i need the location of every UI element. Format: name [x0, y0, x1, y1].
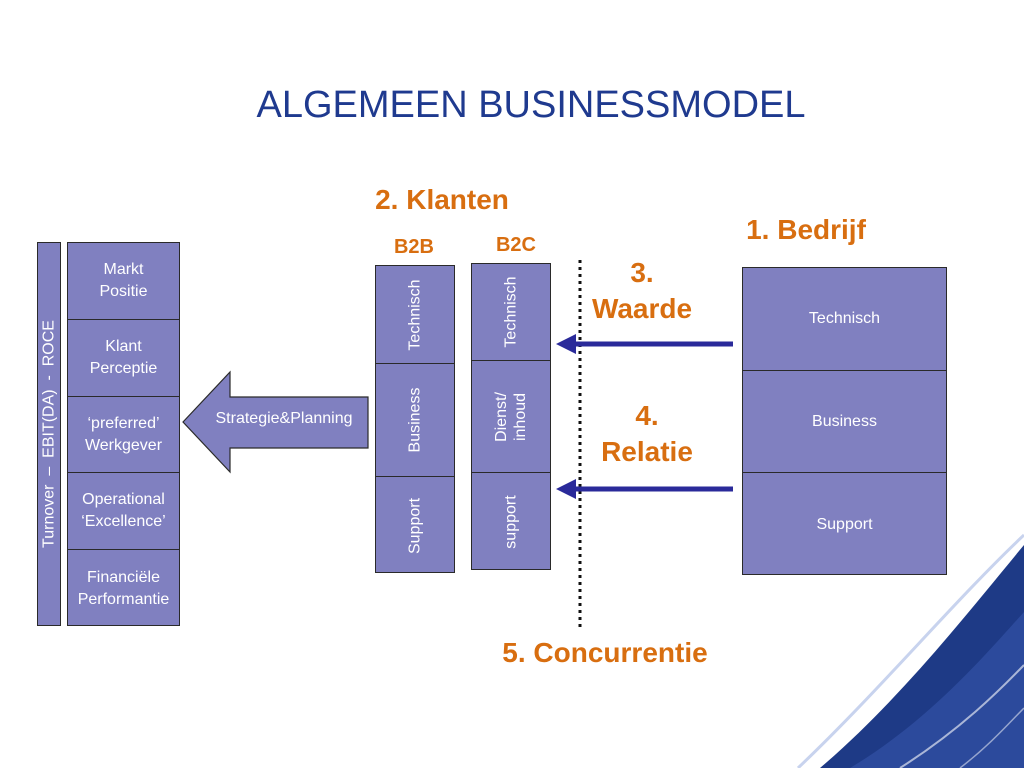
relatie-label: 4. Relatie	[601, 400, 693, 468]
b2c-cell-label: Technisch	[502, 276, 520, 348]
bedrijf-column: Technisch Business Support	[742, 267, 947, 575]
b2c-cell-technisch: Technisch	[472, 264, 550, 361]
bedrijf-cell-support: Support	[743, 473, 946, 576]
concurrentie-label: 5. Concurrentie	[502, 637, 708, 668]
left-cell-label: Markt Positie	[99, 261, 148, 300]
left-cell-werkgever: ‘preferred’ Werkgever	[68, 397, 179, 473]
left-cell-label: Financiële Performantie	[77, 568, 170, 608]
b2b-column: Technisch Business Support	[375, 265, 455, 573]
left-cell-financiele: Financiële Performantie	[68, 550, 179, 627]
left-column: Markt Positie Klant Perceptie ‘preferred…	[67, 242, 180, 626]
b2b-cell-business: Business	[376, 364, 454, 477]
b2b-cell-label: Technisch	[406, 278, 424, 351]
bedrijf-cell-business: Business	[743, 371, 946, 473]
bedrijf-cell-label: Business	[812, 412, 877, 430]
bedrijf-cell-label: Technisch	[808, 310, 881, 328]
b2c-label: B2C	[495, 234, 536, 256]
strategy-arrow-label: Strategie&Planning	[215, 410, 353, 427]
b2c-cell-label: Dienst/ inhoud	[492, 391, 529, 442]
b2c-column: Technisch Dienst/ inhoud support	[471, 263, 551, 570]
kpi-bar-label: Turnover – EBIT(DA) - ROCE	[40, 320, 58, 548]
left-cell-operational: Operational ‘Excellence’	[68, 473, 179, 550]
left-cell-label: Klant Perceptie	[89, 338, 158, 377]
b2b-cell-label: Business	[406, 387, 424, 453]
page-title: ALGEMEEN BUSINESSMODEL	[256, 84, 806, 126]
b2c-cell-support: support	[472, 473, 550, 571]
klanten-heading: 2. Klanten	[375, 184, 509, 215]
b2b-label: B2B	[393, 236, 434, 258]
kpi-bar: Turnover – EBIT(DA) - ROCE	[37, 242, 61, 626]
bedrijf-cell-technisch: Technisch	[743, 268, 946, 371]
bedrijf-heading: 1. Bedrijf	[746, 214, 866, 245]
left-cell-label: ‘preferred’ Werkgever	[84, 414, 163, 454]
left-cell-label: Operational ‘Excellence’	[81, 491, 166, 530]
b2b-cell-technisch: Technisch	[376, 266, 454, 364]
waarde-label: 3. Waarde	[591, 257, 693, 325]
left-cell-klant-perceptie: Klant Perceptie	[68, 320, 179, 397]
b2b-cell-label: Support	[406, 497, 424, 554]
left-cell-markt-positie: Markt Positie	[68, 243, 179, 320]
b2c-cell-dienst-inhoud: Dienst/ inhoud	[472, 361, 550, 473]
b2b-cell-support: Support	[376, 477, 454, 574]
bedrijf-cell-label: Support	[816, 515, 873, 533]
b2c-cell-label: support	[502, 495, 520, 549]
